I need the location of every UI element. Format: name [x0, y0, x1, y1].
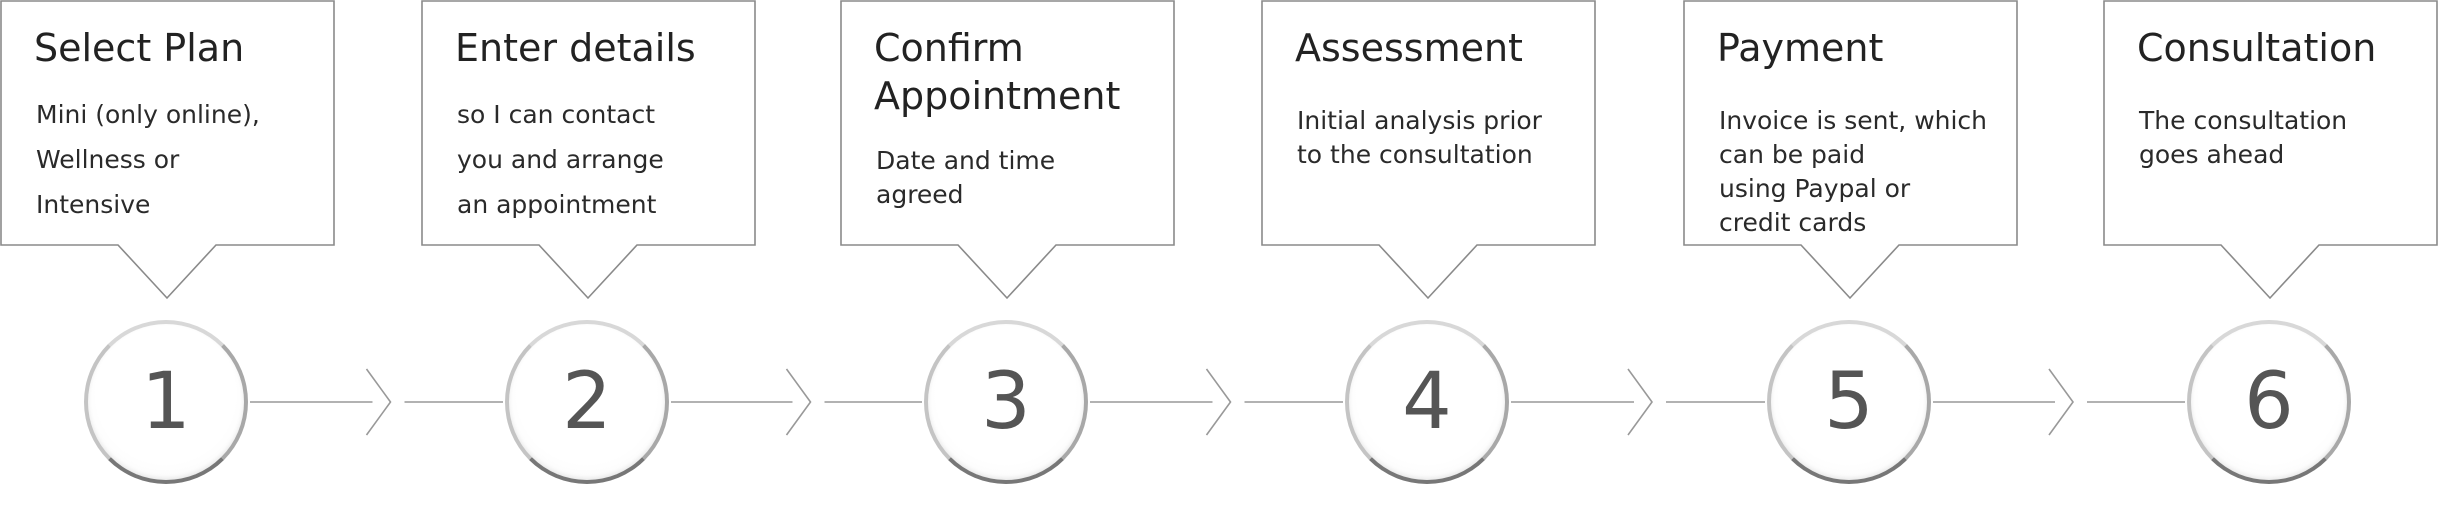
- step-description-line: The consultation: [2139, 106, 2348, 135]
- step-title-line: Enter details: [455, 26, 696, 70]
- step-title-line: Select Plan: [34, 26, 245, 70]
- step-title-line: Consultation: [2137, 26, 2377, 70]
- step-number-circle: 6: [2187, 320, 2351, 484]
- step-number: 4: [1402, 357, 1452, 447]
- step-title: Consultation: [2137, 24, 2427, 72]
- step-description-line: can be paid: [1719, 140, 1866, 169]
- step-connector-5: [1933, 368, 2185, 436]
- step-description-line: using Paypal or: [1719, 174, 1911, 203]
- step-number: 1: [141, 357, 191, 447]
- step-number-circle: 3: [924, 320, 1088, 484]
- callout-shape: [0, 0, 335, 300]
- callout-outline: [1683, 0, 2018, 300]
- step-description: The consultation goes ahead: [2139, 104, 2419, 172]
- step-description: Initial analysis prior to the consultatio…: [1297, 104, 1577, 172]
- callout-outline: [2103, 0, 2438, 300]
- step-number-circle: 5: [1767, 320, 1931, 484]
- step-number: 3: [981, 357, 1031, 447]
- chevron-right-icon: [1627, 368, 1653, 436]
- step-description-line: Initial analysis prior: [1297, 106, 1542, 135]
- step-connector-3: [1090, 368, 1343, 436]
- step-callout: Enter details so I can contact you and arr…: [421, 0, 757, 300]
- chevron-right-icon: [365, 368, 392, 436]
- step-number: 6: [2244, 357, 2294, 447]
- step-description-line: Invoice is sent, which: [1719, 106, 1988, 135]
- step-title: Select Plan: [34, 24, 324, 72]
- step-description-line: goes ahead: [2139, 140, 2285, 169]
- callout-shape: [1683, 0, 2018, 300]
- callout-shape: [421, 0, 756, 300]
- step-connector-1: [250, 368, 503, 436]
- chevron-right-icon: [2048, 368, 2074, 436]
- step-title: Enter details: [455, 24, 745, 72]
- step-number: 5: [1824, 357, 1874, 447]
- step-description: so I can contact you and arrange an appoin…: [457, 92, 737, 227]
- callout-shape: [1261, 0, 1596, 300]
- step-description-line: agreed: [876, 180, 964, 209]
- step-description: Mini (only online), Wellness or Intensive: [36, 92, 316, 227]
- step-title: Assessment: [1295, 24, 1585, 72]
- step-2: Enter details so I can contact you and arr…: [421, 0, 757, 509]
- step-description-line: credit cards: [1719, 208, 1867, 237]
- step-title-line: Confirm: [874, 26, 1024, 70]
- step-description-line: an appointment: [457, 190, 657, 219]
- callout-outline: [1261, 0, 1596, 300]
- step-description-line: Wellness or: [36, 145, 180, 174]
- step-description: Date and time agreed: [876, 144, 1156, 212]
- step-description: Invoice is sent, which can be paid using P…: [1719, 104, 1999, 240]
- chevron-right-icon: [785, 368, 812, 436]
- chevron-right-icon: [1205, 368, 1232, 436]
- step-description-line: Intensive: [36, 190, 151, 219]
- step-title-line: Payment: [1717, 26, 1884, 70]
- step-title-line: Appointment: [874, 74, 1121, 118]
- step-title-line: Assessment: [1295, 26, 1523, 70]
- step-description-line: to the consultation: [1297, 140, 1533, 169]
- step-number-circle: 4: [1345, 320, 1509, 484]
- callout-shape: [2103, 0, 2438, 300]
- step-title: Payment: [1717, 24, 2007, 72]
- step-description-line: Date and time: [876, 146, 1056, 175]
- callout-outline: [0, 0, 335, 300]
- callout-outline: [840, 0, 1175, 300]
- callout-shape: [840, 0, 1175, 300]
- step-number: 2: [562, 357, 612, 447]
- step-connector-2: [671, 368, 922, 436]
- step-connector-4: [1511, 368, 1765, 436]
- step-description-line: so I can contact: [457, 100, 655, 129]
- step-number-circle: 2: [505, 320, 669, 484]
- step-description-line: you and arrange: [457, 145, 664, 174]
- step-number-circle: 1: [84, 320, 248, 484]
- callout-outline: [421, 0, 756, 300]
- step-description-line: Mini (only online),: [36, 100, 260, 129]
